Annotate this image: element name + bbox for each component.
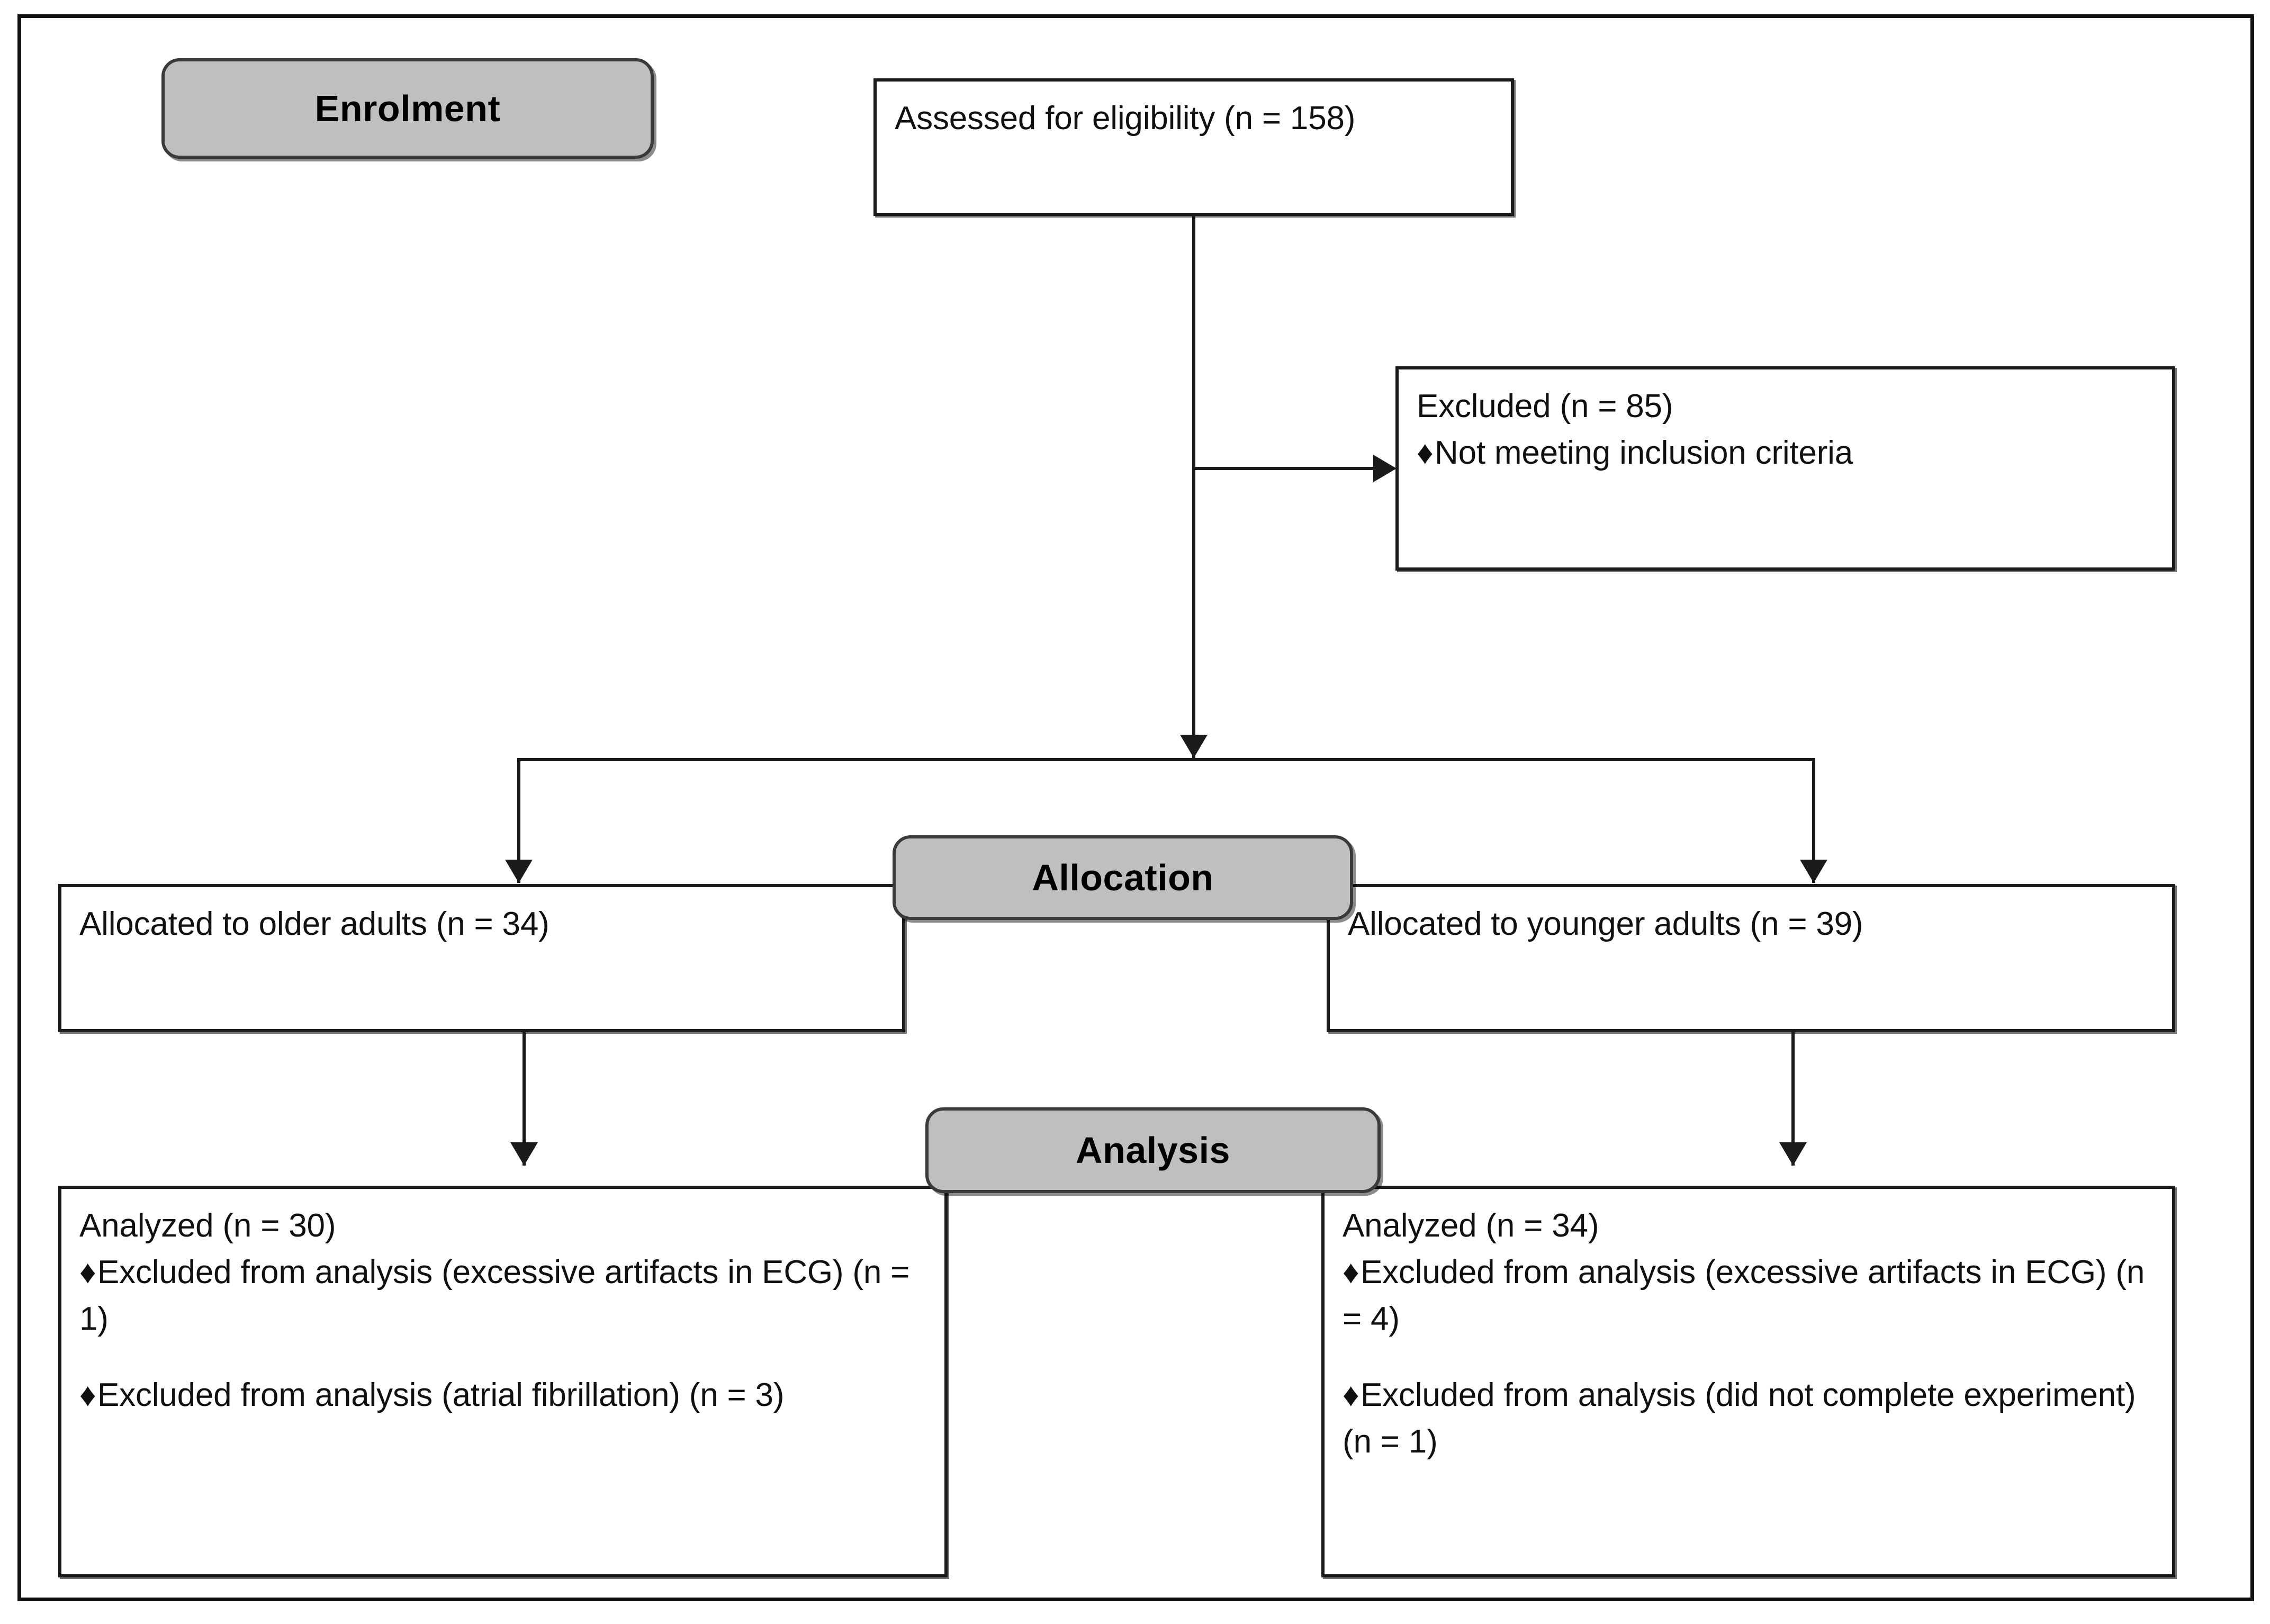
connector-split-bar (517, 758, 1815, 761)
connector-to-excluded (1192, 467, 1381, 470)
diagram-outer-frame (17, 14, 2254, 1601)
stage-badge-analysis: Analysis (925, 1107, 1381, 1193)
analyzed-younger-exclusion-0: ♦Excluded from analysis (excessive artif… (1343, 1249, 2154, 1342)
allocated-younger-text: Allocated to younger adults (n = 39) (1348, 906, 1863, 942)
arrowhead-to-allocated-older (505, 860, 533, 883)
assessed-text: Assessed for eligibility (n = 158) (895, 100, 1356, 137)
stage-badge-enrolment-label: Enrolment (314, 88, 501, 129)
excluded-reason-0: ♦Not meeting inclusion criteria (1417, 430, 2154, 476)
allocated-older-text: Allocated to older adults (n = 34) (79, 906, 550, 942)
connector-split-left (517, 758, 520, 883)
arrowhead-trunk-to-split (1180, 735, 1208, 758)
stage-badge-allocation-label: Allocation (1032, 857, 1214, 898)
bullet-diamond-icon: ♦ (1417, 435, 1434, 472)
node-assessed-for-eligibility: Assessed for eligibility (n = 158) (873, 78, 1514, 216)
bullet-diamond-icon: ♦ (1343, 1254, 1359, 1291)
node-excluded: Excluded (n = 85) ♦Not meeting inclusion… (1395, 366, 2175, 571)
analyzed-younger-exclusion-1-text: Excluded from analysis (did not complete… (1343, 1377, 2136, 1460)
node-analyzed-older: Analyzed (n = 30) ♦Excluded from analysi… (58, 1186, 948, 1577)
analyzed-older-title: Analyzed (n = 30) (79, 1207, 336, 1244)
analyzed-older-exclusion-1-text: Excluded from analysis (atrial fibrillat… (97, 1377, 785, 1414)
analyzed-younger-exclusion-1: ♦Excluded from analysis (did not complet… (1343, 1372, 2154, 1465)
analyzed-younger-title: Analyzed (n = 34) (1343, 1207, 1599, 1244)
bullet-diamond-icon: ♦ (79, 1254, 96, 1291)
bullet-diamond-icon: ♦ (79, 1377, 96, 1414)
arrowhead-to-analyzed-younger (1779, 1142, 1807, 1166)
analyzed-younger-gap (1343, 1342, 2154, 1372)
analyzed-older-gap (79, 1342, 926, 1372)
stage-badge-allocation: Allocation (893, 835, 1353, 920)
analyzed-older-exclusion-1: ♦Excluded from analysis (atrial fibrilla… (79, 1372, 926, 1419)
analyzed-younger-exclusion-0-text: Excluded from analysis (excessive artifa… (1343, 1254, 2145, 1338)
arrowhead-to-analyzed-older (510, 1142, 538, 1166)
analyzed-older-exclusion-0-text: Excluded from analysis (excessive artifa… (79, 1254, 910, 1338)
excluded-reason-0-text: Not meeting inclusion criteria (1435, 435, 1853, 472)
node-analyzed-younger: Analyzed (n = 34) ♦Excluded from analysi… (1321, 1186, 2175, 1577)
analyzed-older-exclusion-0: ♦Excluded from analysis (excessive artif… (79, 1249, 926, 1342)
connector-assessed-trunk (1192, 216, 1195, 760)
stage-badge-enrolment: Enrolment (161, 58, 654, 159)
node-allocated-younger: Allocated to younger adults (n = 39) (1327, 884, 2175, 1032)
excluded-title: Excluded (n = 85) (1417, 388, 1673, 425)
bullet-diamond-icon: ♦ (1343, 1377, 1359, 1414)
connector-older-to-analysis (523, 1032, 526, 1166)
connector-younger-to-analysis (1791, 1032, 1795, 1166)
arrowhead-to-allocated-younger (1800, 860, 1827, 883)
stage-badge-analysis-label: Analysis (1076, 1130, 1230, 1171)
arrowhead-to-excluded (1373, 455, 1397, 482)
connector-split-right (1812, 758, 1815, 883)
node-allocated-older: Allocated to older adults (n = 34) (58, 884, 905, 1032)
